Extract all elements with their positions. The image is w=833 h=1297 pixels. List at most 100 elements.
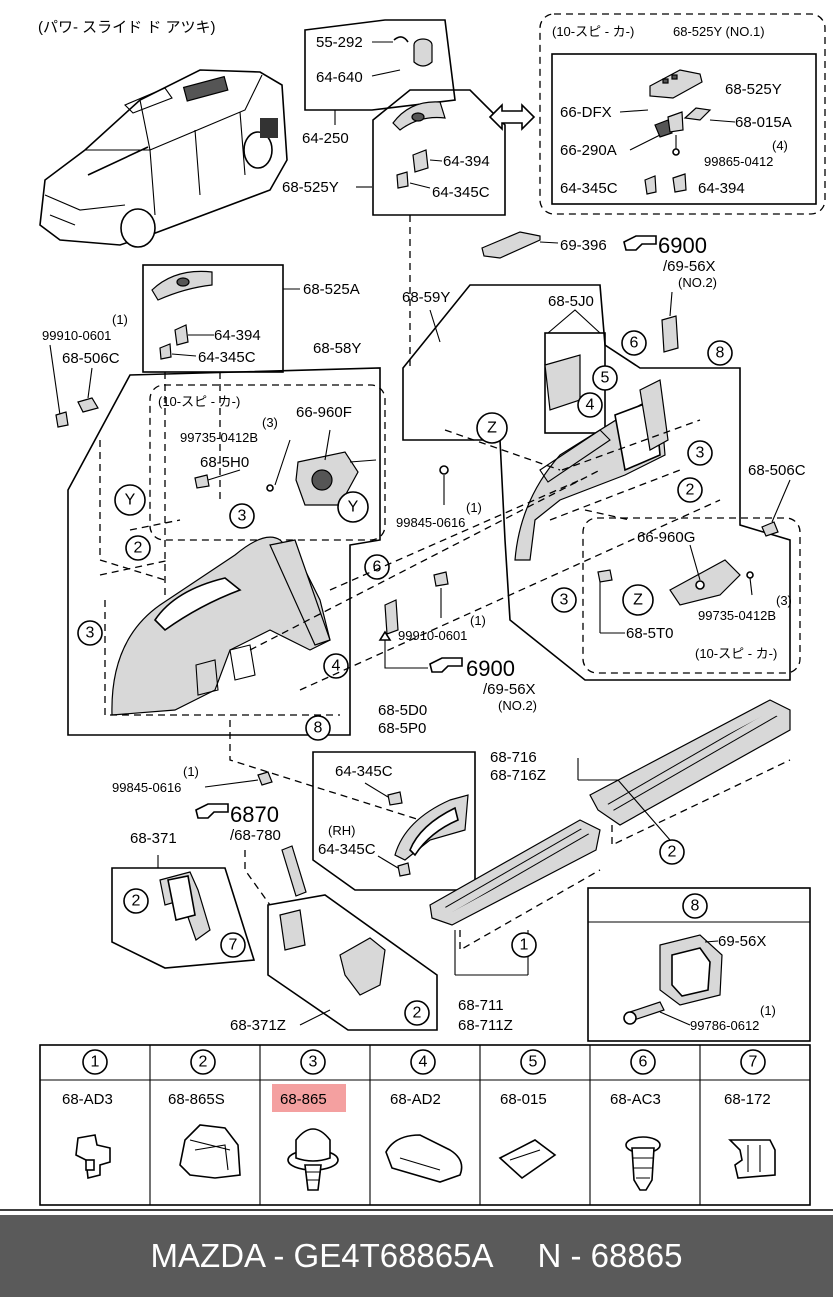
legend-num-6: 6 [639, 1054, 648, 1071]
label-68-716Z: 68-716Z [490, 767, 546, 784]
label-55-292: 55-292 [316, 34, 363, 51]
label-99910-0601-b: 99910-0601 [398, 628, 467, 643]
part-group-68-59Y [402, 284, 801, 681]
label-68-5T0: 68-5T0 [626, 625, 674, 642]
pointing-hand-icon-mid [429, 657, 463, 673]
clip-68-506C-b [761, 521, 779, 537]
label-66-DFX: 66-DFX [560, 104, 612, 121]
label-68-015A: 68-015A [735, 114, 792, 131]
label-68-525Y: 68-525Y [282, 179, 339, 196]
svg-text:2: 2 [413, 1005, 422, 1022]
ref-6870: 6870 [230, 802, 279, 827]
part-group-64-250 [304, 19, 456, 125]
clip-68-506C-a [77, 397, 99, 413]
svg-text:Z: Z [633, 592, 643, 609]
svg-text:6: 6 [373, 559, 382, 576]
label-64-345C-c: 64-345C [198, 349, 256, 366]
legend-code-7: 68-172 [724, 1091, 771, 1108]
part-group-8 [587, 887, 811, 1042]
label-68-506C-b: 68-506C [748, 462, 806, 479]
part-69-396 [481, 231, 541, 259]
svg-text:3: 3 [560, 592, 569, 609]
label-68-711: 68-711 [458, 997, 504, 1014]
svg-text:2: 2 [686, 482, 695, 499]
label-68-59Y: 68-59Y [402, 289, 450, 306]
label-68-58Y: 68-58Y [313, 340, 361, 357]
label-qty-3-a: (3) [262, 415, 278, 430]
svg-text:Y: Y [348, 499, 359, 516]
callout-10sp-left: (10-スピ - カ-) [158, 394, 240, 409]
ref-6900-mid: 6900 [466, 656, 515, 681]
legend-cell-5: 5 68-015 [500, 1049, 547, 1108]
part-68-716-scuff [577, 699, 791, 847]
footer-code: N - 68865 [537, 1237, 683, 1274]
svg-text:Z: Z [487, 420, 497, 437]
legend-num-4: 4 [419, 1054, 428, 1071]
svg-text:2: 2 [668, 844, 677, 861]
legend-part-2-drawing [179, 1124, 241, 1179]
label-68-525A: 68-525A [303, 281, 360, 298]
svg-text:4: 4 [586, 397, 595, 414]
ref-6900-sub2-mid: (NO.2) [498, 698, 537, 713]
label-68-5J0: 68-5J0 [548, 293, 594, 310]
exchange-arrow-icon [488, 103, 536, 131]
label-68-506C-a: 68-506C [62, 350, 120, 367]
label-qty-1-d: (1) [183, 764, 199, 779]
label-64-345C-a: 64-345C [432, 184, 490, 201]
svg-text:1: 1 [520, 937, 529, 954]
label-64-394-c: 64-394 [214, 327, 261, 344]
legend-code-4: 68-AD2 [390, 1091, 441, 1108]
label-68-371Z: 68-371Z [230, 1017, 286, 1034]
label-69-56X: 69-56X [718, 933, 766, 950]
clip-99910-b [433, 571, 449, 587]
pointing-hand-icon-6870 [195, 803, 229, 819]
label-68-5P0: 68-5P0 [378, 720, 426, 737]
ref-6900-sub-top: /69-56X [663, 258, 716, 275]
label-qty-4: (4) [772, 138, 788, 153]
label-68-5D0: 68-5D0 [378, 702, 427, 719]
legend-cell-3: 3 68-865 [280, 1049, 327, 1108]
svg-text:8: 8 [716, 345, 725, 362]
legend-cell-1: 1 68-AD3 [62, 1049, 113, 1108]
label-64-640: 64-640 [316, 69, 363, 86]
label-66-960G: 66-960G [637, 529, 695, 546]
legend-code-3: 68-865 [280, 1091, 327, 1108]
svg-text:4: 4 [332, 658, 341, 675]
label-64-345C-e: 64-345C [318, 841, 376, 858]
label-64-250: 64-250 [302, 130, 349, 147]
svg-text:3: 3 [238, 508, 247, 525]
label-68-5H0: 68-5H0 [200, 454, 249, 471]
footer-part-number: MAZDA - GE4T68865A [150, 1237, 494, 1274]
legend-code-5: 68-015 [500, 1091, 547, 1108]
legend-cell-4: 4 68-AD2 [390, 1049, 441, 1108]
part-69-56X-clip [661, 315, 679, 353]
screw-99845-b [257, 771, 273, 786]
label-99845-0616-a: 99845-0616 [396, 515, 465, 530]
svg-text:8: 8 [314, 720, 323, 737]
part-68-780 [281, 845, 307, 897]
ref-6900-top: 6900 [658, 233, 707, 258]
legend-num-3: 3 [309, 1054, 318, 1071]
part-group-68-371Z [267, 894, 438, 1031]
label-qty-1-b: (1) [466, 500, 482, 515]
svg-text:5: 5 [601, 370, 610, 387]
legend-part-1-drawing [75, 1134, 111, 1179]
legend-num-2: 2 [199, 1054, 208, 1071]
svg-text:2: 2 [132, 893, 141, 910]
parts-diagram: (パワ- スライド ド アツキ) 55-292 64-640 64-250 [0, 13, 833, 1211]
legend-code-6: 68-AC3 [610, 1091, 661, 1108]
legend-cell-7: 7 68-172 [724, 1049, 771, 1108]
ref-6900-sub2-top: (NO.2) [678, 275, 717, 290]
label-69-396: 69-396 [560, 237, 607, 254]
legend-highlight [272, 1084, 346, 1112]
label-99845-0616-b: 99845-0616 [112, 780, 181, 795]
clip-99910-a [55, 411, 69, 428]
label-64-345C-d: 64-345C [335, 763, 393, 780]
legend-num-1: 1 [91, 1054, 100, 1071]
vehicle-illustration [39, 69, 288, 248]
label-qty-1-e: (1) [760, 1003, 776, 1018]
svg-text:Y: Y [125, 492, 136, 509]
svg-text:7: 7 [229, 937, 238, 954]
leader-lines [99, 215, 721, 906]
legend-part-7-drawing [728, 1139, 776, 1179]
